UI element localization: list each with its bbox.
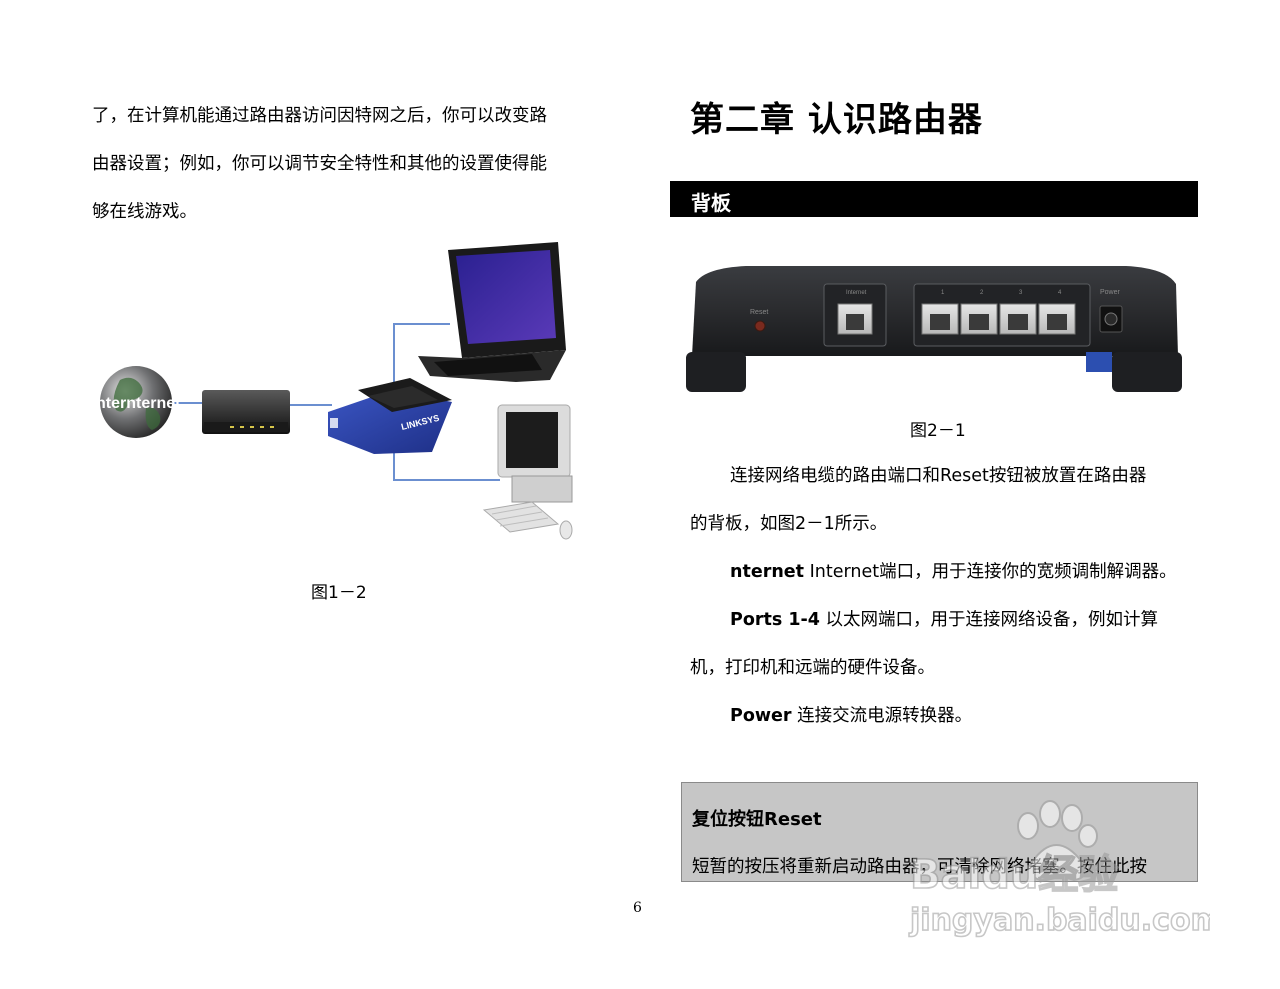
internet-globe-icon: Internternet bbox=[92, 366, 181, 438]
intro-line-2: 的背板，如图2－1所示。 bbox=[690, 514, 888, 534]
internet-item-text: Internet端口，用于连接你的宽频调制解调器。 bbox=[804, 562, 1177, 582]
intro-line-1: 连接网络电缆的路由端口和Reset按钮被放置在路由器 bbox=[730, 466, 1147, 486]
power-description: Power 连接交流电源转换器。 bbox=[730, 704, 972, 728]
paw-logo-icon bbox=[1017, 800, 1098, 882]
section-title: 背板 bbox=[691, 191, 731, 215]
internet-label: Internternet bbox=[92, 395, 181, 412]
desktop-computer-icon bbox=[482, 404, 573, 540]
router-back-panel-photo: Reset Internet 1 2 3 4 Power bbox=[686, 260, 1182, 395]
figure-caption-1-2: 图1－2 bbox=[311, 583, 367, 603]
chapter-title: 第二章 认识路由器 bbox=[690, 100, 983, 140]
port-2-label: 2 bbox=[980, 290, 984, 296]
port-4-label: 4 bbox=[1058, 290, 1062, 296]
ports-description-continuation: 机，打印机和远端的硬件设备。 bbox=[690, 658, 935, 678]
reset-button-icon bbox=[754, 320, 766, 332]
internet-port-description: nternet Internet端口，用于连接你的宽频调制解调器。 bbox=[730, 560, 1177, 584]
cable-lines bbox=[170, 323, 500, 481]
ports-item-label: Ports 1-4 bbox=[730, 610, 820, 630]
section-header-bar: 背板 bbox=[670, 181, 1198, 217]
paragraph-line-2: 由器设置；例如，你可以调节安全特性和其他的设置使得能 bbox=[92, 154, 547, 174]
page-number: 6 bbox=[633, 900, 642, 916]
internet-item-label: nternet bbox=[730, 562, 805, 582]
router-icon: LINKSYS bbox=[328, 378, 452, 454]
ports-item-text: 以太网端口，用于连接网络设备，例如计算 bbox=[819, 610, 1159, 630]
paragraph-line-1: 了，在计算机能通过路由器访问因特网之后，你可以改变路 bbox=[92, 106, 547, 126]
power-item-text: 连接交流电源转换器。 bbox=[791, 706, 973, 726]
network-diagram-figure: Internternet LINKSYS bbox=[92, 242, 573, 540]
laptop-icon bbox=[418, 242, 566, 382]
reset-label: Reset bbox=[750, 309, 768, 316]
note-title: 复位按钮Reset bbox=[692, 809, 822, 830]
power-item-label: Power bbox=[730, 706, 792, 726]
internet-port-label: Internet bbox=[846, 290, 867, 296]
watermark-url: jingyan.baidu.com bbox=[909, 903, 1210, 938]
baidu-jingyan-watermark: Baidu经验 jingyan.baidu.com bbox=[908, 800, 1210, 939]
power-label: Power bbox=[1100, 289, 1121, 296]
ports-description: Ports 1-4 以太网端口，用于连接网络设备，例如计算 bbox=[730, 608, 1158, 632]
watermark-brand: Baidu经验 bbox=[910, 852, 1118, 898]
lan-ports-icon bbox=[921, 303, 1076, 335]
modem-icon bbox=[202, 390, 290, 434]
figure-caption-2-1: 图2－1 bbox=[910, 421, 966, 441]
port-3-label: 3 bbox=[1019, 290, 1023, 296]
port-1-label: 1 bbox=[941, 290, 945, 296]
paragraph-line-3: 够在线游戏。 bbox=[92, 202, 197, 222]
